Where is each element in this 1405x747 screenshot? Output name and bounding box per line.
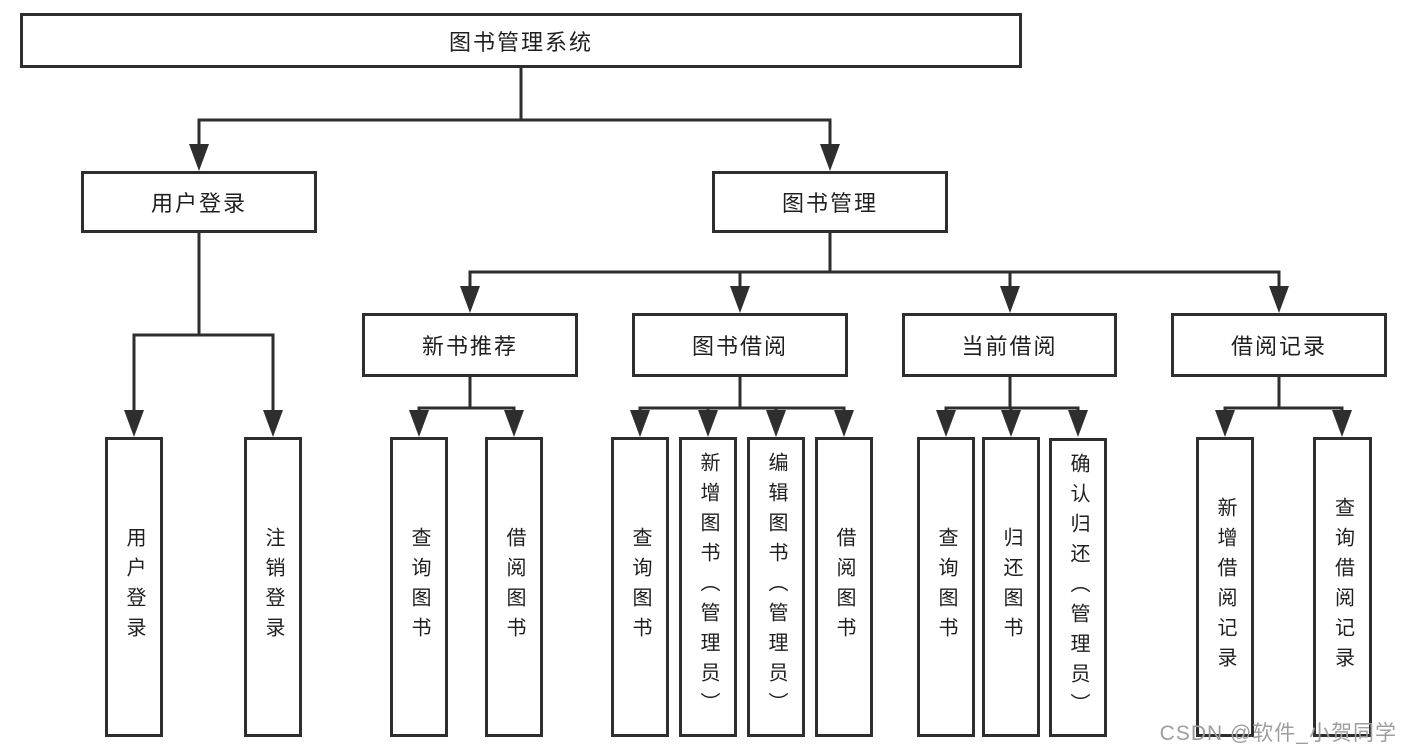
- node-label: 图书管理: [781, 191, 878, 216]
- node-label: 新书推荐: [421, 334, 518, 359]
- leaf-add-borrow-record: 新增借阅记录: [1196, 437, 1254, 737]
- connector-current-borrow-to-leaves: [936, 375, 1088, 437]
- node-book-management: 图书管理: [712, 171, 948, 233]
- node-current-borrow: 当前借阅: [902, 313, 1117, 377]
- node-label: 用户登录: [150, 191, 247, 216]
- node-user-login: 用户登录: [81, 171, 317, 233]
- leaf-label: 注销登录: [262, 527, 284, 647]
- leaf-confirm-return-admin: 确认归还（管理员）: [1049, 438, 1107, 737]
- leaf-label: 确认归还（管理员）: [1067, 452, 1089, 723]
- leaf-label: 用户登录: [123, 527, 145, 647]
- connector-user-login-to-leaves: [124, 231, 283, 437]
- csdn-watermark: CSDN @软件_小贺同学: [1159, 722, 1397, 745]
- leaf-label: 借阅图书: [503, 527, 525, 647]
- leaf-label: 查询借阅记录: [1331, 497, 1354, 677]
- leaf-label: 编辑图书（管理员）: [765, 452, 787, 722]
- node-new-book-recommend: 新书推荐: [362, 313, 578, 377]
- leaf-label: 查询图书: [629, 527, 651, 647]
- leaf-user-login: 用户登录: [105, 437, 163, 737]
- connector-root-to-level2: [189, 66, 840, 171]
- node-label: 当前借阅: [961, 334, 1058, 359]
- leaf-query-books-borrow: 查询图书: [611, 437, 669, 737]
- leaf-borrow-books-borrow: 借阅图书: [815, 437, 873, 737]
- connector-borrow-records-to-leaves: [1215, 375, 1352, 437]
- leaf-label: 借阅图书: [833, 527, 855, 647]
- node-label: 借阅记录: [1230, 334, 1327, 359]
- leaf-add-books-admin: 新增图书（管理员）: [679, 437, 737, 737]
- connector-new-book-recommend-to-leaves: [409, 375, 524, 437]
- leaf-label: 查询图书: [935, 527, 957, 647]
- leaf-label: 查询图书: [408, 527, 430, 647]
- leaf-edit-books-admin: 编辑图书（管理员）: [747, 437, 805, 737]
- connector-book-management-to-level3: [460, 231, 1289, 313]
- leaf-query-books-current: 查询图书: [917, 437, 975, 737]
- node-borrow-records: 借阅记录: [1171, 313, 1387, 377]
- leaf-label: 新增借阅记录: [1214, 497, 1236, 677]
- node-library-management-system: 图书管理系统: [20, 13, 1022, 68]
- leaf-label: 归还图书: [1000, 527, 1022, 647]
- leaf-borrow-books-recommend: 借阅图书: [485, 437, 543, 737]
- node-book-borrow: 图书借阅: [632, 313, 848, 377]
- node-label: 图书借阅: [691, 334, 788, 359]
- leaf-logout-login: 注销登录: [244, 437, 302, 737]
- leaf-label: 新增图书（管理员）: [697, 452, 719, 722]
- leaf-query-books-recommend: 查询图书: [390, 437, 448, 737]
- connector-book-borrow-to-leaves: [630, 375, 854, 437]
- leaf-query-borrow-record: 查询借阅记录: [1313, 437, 1372, 737]
- leaf-return-books: 归还图书: [982, 437, 1040, 737]
- node-label: 图书管理系统: [448, 29, 593, 55]
